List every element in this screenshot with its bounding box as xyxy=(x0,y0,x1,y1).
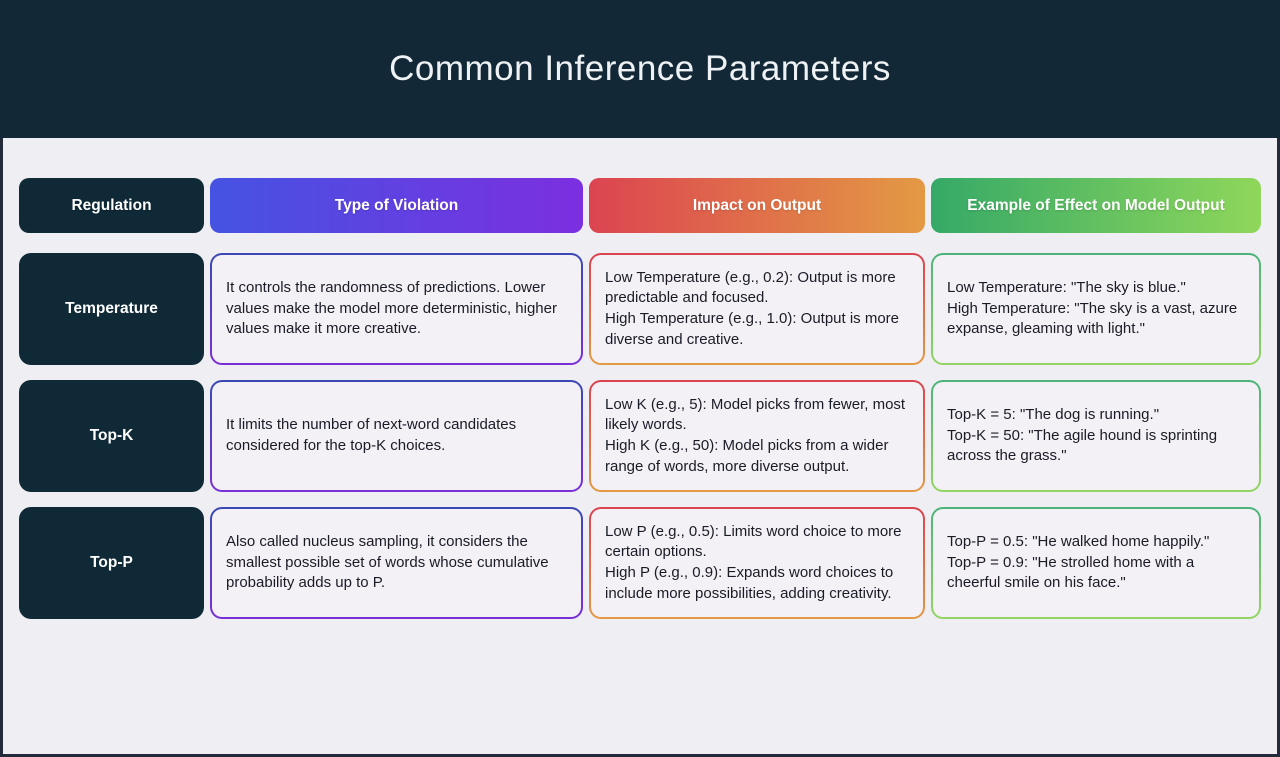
example-text: Top-P = 0.5: "He walked home happily." T… xyxy=(947,532,1210,592)
impact-cell: Low Temperature (e.g., 0.2): Output is m… xyxy=(589,253,925,365)
row-label-cell: Temperature xyxy=(19,253,204,365)
table-row: Temperature It controls the randomness o… xyxy=(19,253,1261,365)
parameter-name: Top-P xyxy=(90,554,133,571)
slide-body: Regulation Type of Violation Impact on O… xyxy=(0,138,1280,757)
example-cell: Top-K = 5: "The dog is running." Top-K =… xyxy=(931,380,1261,492)
impact-text: Low P (e.g., 0.5): Limits word choice to… xyxy=(605,522,902,602)
description-cell: It controls the randomness of prediction… xyxy=(210,253,583,365)
header-label: Impact on Output xyxy=(692,196,822,214)
description-cell: Also called nucleus sampling, it conside… xyxy=(210,507,583,619)
header-cell-regulation: Regulation xyxy=(19,178,204,233)
description-cell: It limits the number of next-word candid… xyxy=(210,380,583,492)
description-text: It limits the number of next-word candid… xyxy=(226,416,517,454)
header-cell-type-of-violation: Type of Violation xyxy=(210,178,583,233)
row-label-cell: Top-K xyxy=(19,380,204,492)
header-label: Regulation xyxy=(71,196,152,214)
example-cell: Top-P = 0.5: "He walked home happily." T… xyxy=(931,507,1261,619)
parameter-name: Top-K xyxy=(89,427,134,444)
table-header-row: Regulation Type of Violation Impact on O… xyxy=(19,178,1261,233)
page-title: Common Inference Parameters xyxy=(389,49,891,88)
example-text: Low Temperature: "The sky is blue." High… xyxy=(947,278,1238,338)
header-label: Type of Violation xyxy=(334,196,459,214)
example-cell: Low Temperature: "The sky is blue." High… xyxy=(931,253,1261,365)
description-text: It controls the randomness of prediction… xyxy=(226,278,557,338)
parameter-name: Temperature xyxy=(65,300,158,317)
header-label: Example of Effect on Model Output xyxy=(967,196,1225,214)
impact-text: Low Temperature (e.g., 0.2): Output is m… xyxy=(605,268,900,348)
impact-cell: Low K (e.g., 5): Model picks from fewer,… xyxy=(589,380,925,492)
header-cell-impact-on-output: Impact on Output xyxy=(589,178,925,233)
description-text: Also called nucleus sampling, it conside… xyxy=(226,532,549,592)
example-text: Top-K = 5: "The dog is running." Top-K =… xyxy=(947,405,1218,465)
row-label-cell: Top-P xyxy=(19,507,204,619)
title-band: Common Inference Parameters xyxy=(0,0,1280,138)
header-cell-example-output: Example of Effect on Model Output xyxy=(931,178,1261,233)
table-row: Top-K It limits the number of next-word … xyxy=(19,380,1261,492)
impact-cell: Low P (e.g., 0.5): Limits word choice to… xyxy=(589,507,925,619)
table-row: Top-P Also called nucleus sampling, it c… xyxy=(19,507,1261,619)
impact-text: Low K (e.g., 5): Model picks from fewer,… xyxy=(605,395,906,475)
